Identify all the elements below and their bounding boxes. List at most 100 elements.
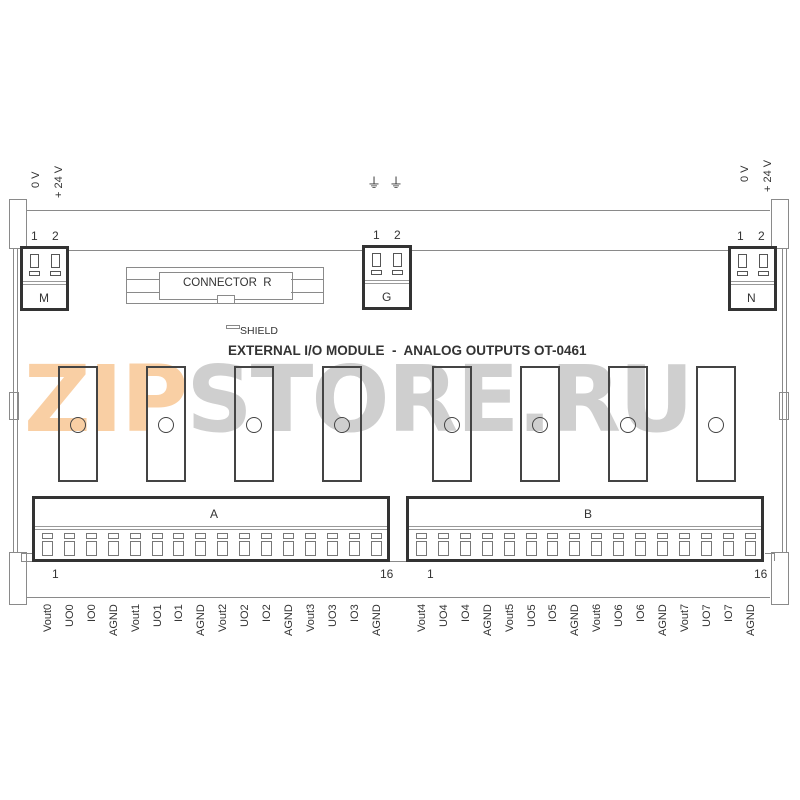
pin-latch <box>392 270 403 275</box>
terminal-pin-slot[interactable] <box>700 541 712 556</box>
ground-pin1: 1 <box>373 228 380 242</box>
relay-6[interactable] <box>608 366 648 482</box>
divider <box>291 292 323 293</box>
power-left-label-24v: + 24 V <box>53 165 65 198</box>
relay-2[interactable] <box>234 366 274 482</box>
terminal-base-line <box>388 561 408 562</box>
terminal-pin-latch <box>85 533 97 539</box>
relay-led-icon <box>532 417 548 433</box>
right-rail-line <box>782 249 783 552</box>
terminal-block-b[interactable]: B <box>406 496 764 562</box>
terminal-pin-latch <box>525 533 537 539</box>
terminal-pin-slot[interactable] <box>525 541 537 556</box>
terminal-pin-slot[interactable] <box>63 541 75 556</box>
signal-label: AGND <box>656 604 669 636</box>
relay-led-icon <box>158 417 174 433</box>
ledge-left <box>21 553 35 561</box>
divider <box>731 284 774 285</box>
pin-slot <box>738 254 747 268</box>
relay-led-icon <box>246 417 262 433</box>
power-connector-n[interactable]: N <box>728 246 777 311</box>
signal-label: IO1 <box>173 604 186 622</box>
terminal-pin-latch <box>700 533 712 539</box>
terminal-pin-latch <box>416 533 427 539</box>
power-right-label-24v: + 24 V <box>762 159 774 192</box>
divider <box>365 280 409 281</box>
terminal-pin-slot[interactable] <box>744 541 756 556</box>
terminal-pin-slot[interactable] <box>239 541 251 556</box>
terminal-pin-slot[interactable] <box>416 541 427 556</box>
signal-label: IO6 <box>635 604 647 622</box>
left-rail-top <box>9 199 27 249</box>
terminal-pin-latch <box>459 533 471 539</box>
terminal-pin-slot[interactable] <box>678 541 690 556</box>
terminal-pin-slot[interactable] <box>195 541 207 556</box>
terminal-pin-slot[interactable] <box>635 541 646 556</box>
terminal-pin-slot[interactable] <box>613 541 625 556</box>
terminal-pin-slot[interactable] <box>326 541 338 556</box>
terminal-pin-latch <box>239 533 251 539</box>
terminal-pin-slot[interactable] <box>370 541 382 556</box>
signal-label: Vout1 <box>129 603 142 632</box>
pin-slot <box>51 254 60 268</box>
terminal-block-a[interactable]: A <box>32 496 390 562</box>
signal-label: AGND <box>195 604 208 636</box>
terminal-pin-slot[interactable] <box>503 541 515 556</box>
terminal-pin-slot[interactable] <box>459 541 471 556</box>
terminal-pin-latch <box>613 533 625 539</box>
terminal-pin-latch <box>635 533 646 539</box>
terminal-pin-slot[interactable] <box>107 541 119 556</box>
power-connector-m[interactable]: M <box>20 246 69 311</box>
relay-led-icon <box>70 417 86 433</box>
right-rail-top <box>771 199 789 249</box>
terminal-pin-slot[interactable] <box>547 541 559 556</box>
terminal-pin-slot[interactable] <box>173 541 185 556</box>
relay-3[interactable] <box>322 366 362 482</box>
terminal-pin-slot[interactable] <box>722 541 734 556</box>
terminal-pin-slot[interactable] <box>304 541 316 556</box>
pin-latch <box>29 271 40 276</box>
terminal-pin-latch <box>348 533 360 539</box>
ground-connector-g[interactable]: G <box>362 245 412 310</box>
signal-label: AGND <box>569 604 582 636</box>
terminal-pin-slot[interactable] <box>261 541 272 556</box>
terminal-a-last-pin: 16 <box>380 567 394 581</box>
relay-0[interactable] <box>58 366 98 482</box>
signal-label: UO5 <box>525 604 538 627</box>
signal-label: UO4 <box>437 604 450 627</box>
signal-label: IO4 <box>459 604 472 622</box>
terminal-pin-latch <box>261 533 272 539</box>
terminal-pin-slot[interactable] <box>481 541 493 556</box>
terminal-pin-latch <box>217 533 229 539</box>
terminal-pin-slot[interactable] <box>348 541 360 556</box>
terminal-pin-latch <box>591 533 603 539</box>
relay-5[interactable] <box>520 366 560 482</box>
signal-label: Vout6 <box>591 603 604 632</box>
ledge-right <box>765 553 775 561</box>
signal-label: Vout7 <box>678 603 691 632</box>
relay-7[interactable] <box>696 366 736 482</box>
divider <box>409 529 761 530</box>
terminal-pin-latch <box>326 533 338 539</box>
terminal-pin-slot[interactable] <box>85 541 97 556</box>
terminal-pin-slot[interactable] <box>282 541 294 556</box>
signal-label: AGND <box>744 604 757 636</box>
terminal-pin-latch <box>129 533 141 539</box>
terminal-pin-slot[interactable] <box>42 541 53 556</box>
terminal-pin-latch <box>173 533 185 539</box>
power-right-pin1: 1 <box>737 229 744 243</box>
terminal-pin-slot[interactable] <box>129 541 141 556</box>
module-title: EXTERNAL I/O MODULE - ANALOG OUTPUTS OT-… <box>228 343 587 358</box>
terminal-pin-slot[interactable] <box>569 541 581 556</box>
terminal-pin-latch <box>437 533 449 539</box>
terminal-pin-slot[interactable] <box>656 541 668 556</box>
terminal-pin-slot[interactable] <box>591 541 603 556</box>
terminal-pin-slot[interactable] <box>217 541 229 556</box>
terminal-pin-slot[interactable] <box>151 541 163 556</box>
relay-1[interactable] <box>146 366 186 482</box>
connector-r[interactable]: CONNECTOR R <box>126 267 324 304</box>
relay-4[interactable] <box>432 366 472 482</box>
terminal-pin-slot[interactable] <box>437 541 449 556</box>
signal-label: Vout4 <box>416 603 428 632</box>
terminal-pin-latch <box>63 533 75 539</box>
